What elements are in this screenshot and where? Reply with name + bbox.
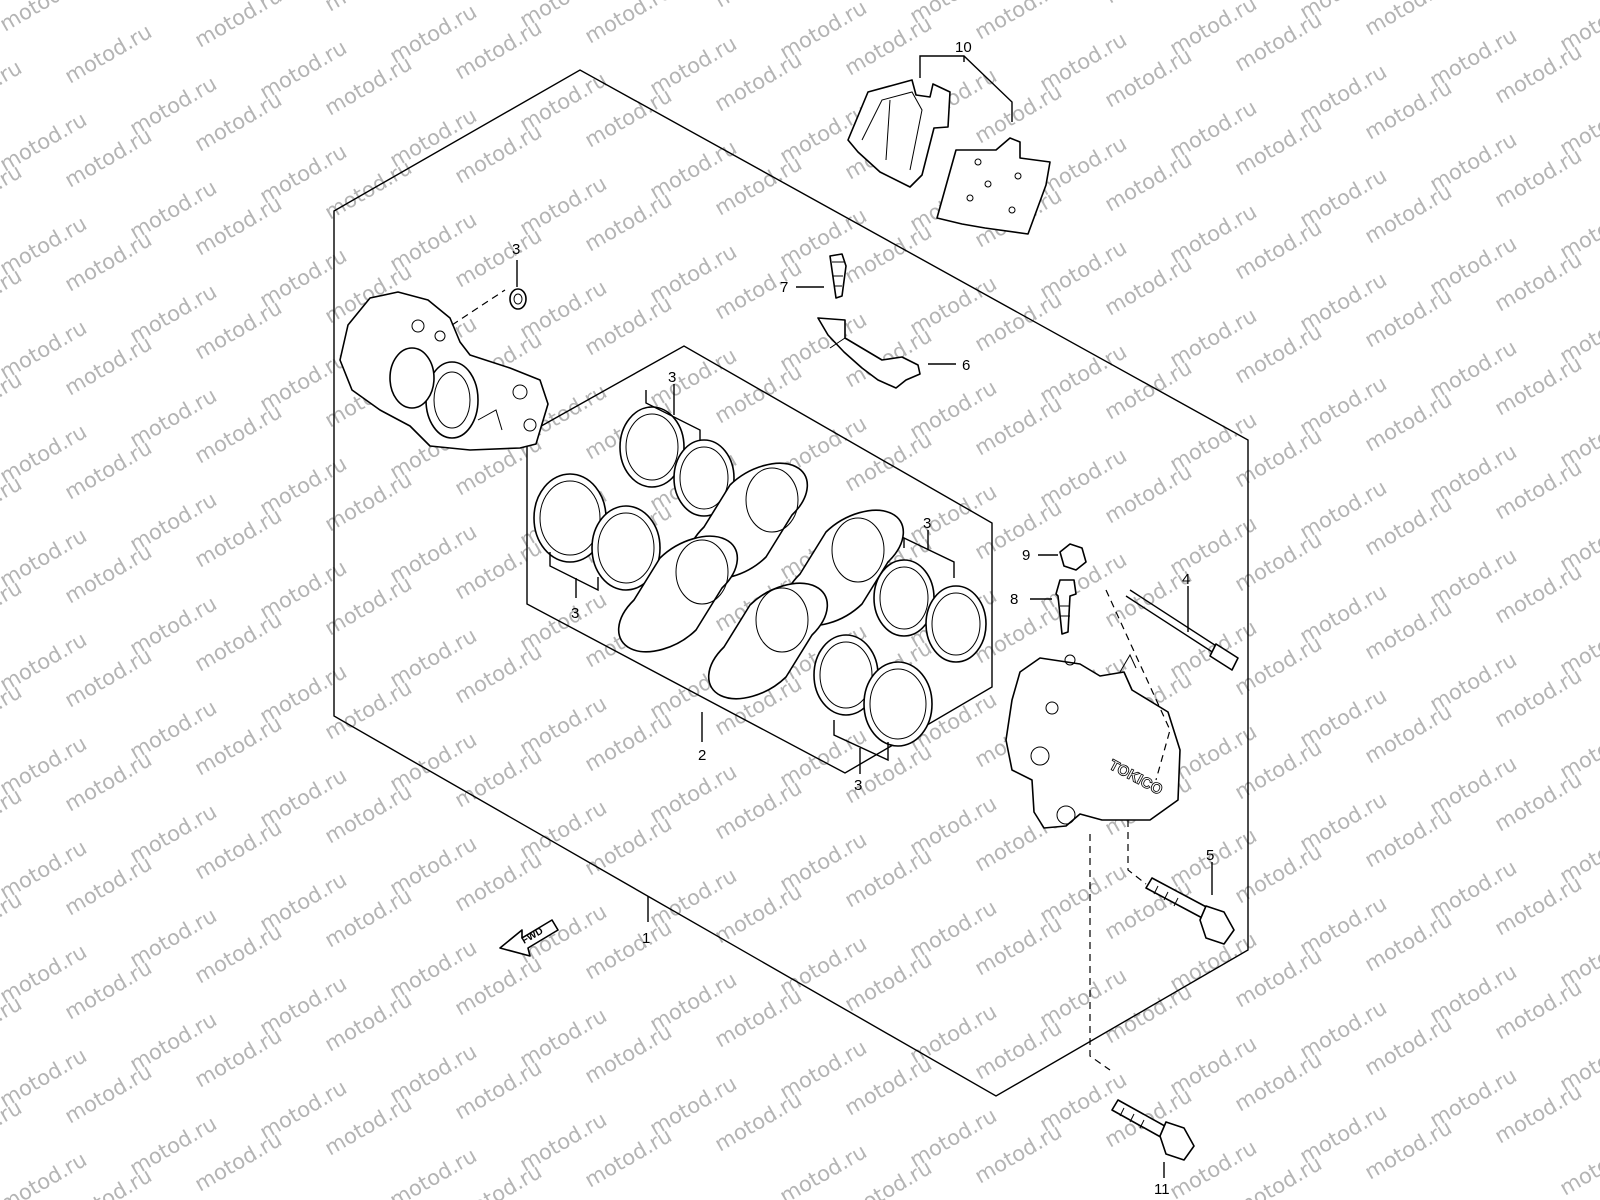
watermark-text: motod.ru xyxy=(0,159,26,228)
watermark-text: motod.ru xyxy=(1361,0,1456,40)
watermark-text: motod.ru xyxy=(581,0,676,48)
watermark-text: motod.ru xyxy=(0,367,26,436)
callout-1: 1 xyxy=(642,930,650,947)
callout-3-right-top: 3 xyxy=(923,515,931,532)
o-ring-small xyxy=(509,288,527,310)
callout-3-top: 3 xyxy=(668,369,676,386)
brake-pads xyxy=(847,55,1051,235)
watermark-text: motod.ru xyxy=(0,0,91,36)
assembly-outline-box xyxy=(333,69,1249,1097)
bleeder-cap xyxy=(1038,543,1087,571)
watermark-text: motod.ru xyxy=(1101,0,1196,8)
seal-group-brackets xyxy=(549,384,955,774)
watermark-text: motod.ru xyxy=(0,263,26,332)
watermark-text: motod.ru xyxy=(971,0,1066,44)
watermark-text: motod.ru xyxy=(0,783,26,852)
watermark-text: motod.ru xyxy=(0,991,26,1060)
pad-pin-screw xyxy=(796,253,847,299)
watermark-text: motod.ru xyxy=(386,1143,481,1200)
callout-9: 9 xyxy=(1022,547,1030,564)
callout-2: 2 xyxy=(698,747,706,764)
callout-6: 6 xyxy=(962,357,970,374)
watermark-text: motod.ru xyxy=(0,1095,26,1164)
pad-pin-long xyxy=(1105,586,1239,781)
pad-spring xyxy=(817,317,956,389)
piston-seals xyxy=(533,406,987,747)
left-caliper-half xyxy=(339,289,549,451)
watermark-text: motod.ru xyxy=(61,19,156,88)
callout-10: 10 xyxy=(955,39,972,56)
callout-5: 5 xyxy=(1206,847,1214,864)
mounting-bolt-upper xyxy=(1127,820,1235,945)
callout-3-bottom: 3 xyxy=(854,777,862,794)
watermark-text: motod.ru xyxy=(0,887,26,956)
watermark-text: motod.ru xyxy=(711,0,806,12)
piston-set-frame xyxy=(526,345,993,774)
callout-8: 8 xyxy=(1010,591,1018,608)
watermark-text: motod.ru xyxy=(0,679,26,748)
watermark-text: motod.ru xyxy=(191,0,286,52)
callout-3-left: 3 xyxy=(571,605,579,622)
watermark-text: motod.ru xyxy=(1556,1131,1600,1200)
watermark-text: motod.ru xyxy=(776,1139,871,1200)
bleeder-valve xyxy=(1030,579,1077,635)
watermark-text: motod.ru xyxy=(0,575,26,644)
callout-7: 7 xyxy=(780,279,788,296)
watermark-text: motod.ru xyxy=(0,55,26,124)
right-caliper-half: TOKICO xyxy=(1005,653,1181,829)
callout-4: 4 xyxy=(1182,571,1190,588)
watermark-text: motod.ru xyxy=(0,471,26,540)
callout-3-caliper: 3 xyxy=(512,241,520,258)
pistons xyxy=(617,462,905,700)
watermark-text: motod.ru xyxy=(321,0,416,16)
callout-11: 11 xyxy=(1154,1181,1170,1198)
watermark-text: motod.ru xyxy=(0,1147,91,1200)
mounting-bolt-lower xyxy=(1089,834,1195,1178)
watermark-text: motod.ru xyxy=(1491,0,1586,4)
